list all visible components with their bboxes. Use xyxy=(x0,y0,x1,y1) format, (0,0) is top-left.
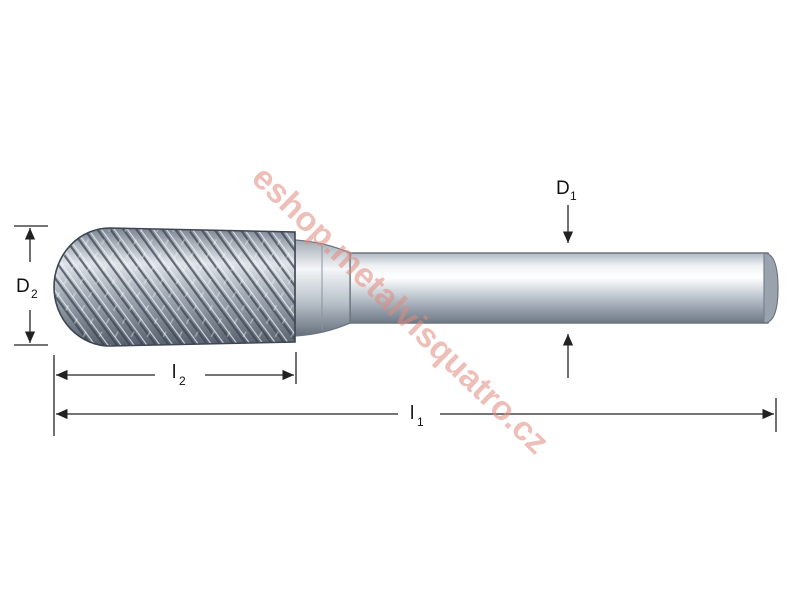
flute-line xyxy=(117,228,214,346)
cross-cut-line xyxy=(155,228,227,346)
flute-line xyxy=(54,228,123,346)
cross-cut-line xyxy=(54,228,115,346)
cross-cut-line xyxy=(54,228,99,346)
dimension-d2: D 2 xyxy=(14,225,48,346)
neck xyxy=(294,239,351,337)
d1-label-subscript: 1 xyxy=(570,189,577,203)
dimension-l2: l 2 xyxy=(53,352,297,436)
flute-highlight xyxy=(147,228,244,346)
flute-line xyxy=(156,228,253,346)
flute-line xyxy=(91,228,188,346)
cross-cut-line xyxy=(171,228,243,346)
flute-line xyxy=(104,228,201,346)
dimension-l1: l 1 xyxy=(56,398,777,432)
flute-highlight xyxy=(121,228,218,346)
flute-highlight xyxy=(95,228,192,346)
flute-line xyxy=(195,228,292,346)
flute-highlight xyxy=(186,228,283,346)
cross-cut-line xyxy=(187,228,259,346)
flute-highlight xyxy=(54,228,127,346)
cross-cut-line xyxy=(75,228,147,346)
cross-cut-line xyxy=(91,228,163,346)
flute-line xyxy=(130,228,227,346)
flute-line xyxy=(247,228,296,346)
flute-highlight xyxy=(108,228,205,346)
cross-cut-line xyxy=(59,228,131,346)
dimension-d1: D 1 xyxy=(556,178,577,378)
flute-line xyxy=(260,228,296,346)
cross-cut-line xyxy=(219,228,291,346)
flute-line xyxy=(221,228,296,346)
flute-highlight xyxy=(160,228,257,346)
d2-label-subscript: 2 xyxy=(31,287,38,301)
shank xyxy=(349,252,779,324)
flute-highlight xyxy=(134,228,231,346)
flute-highlight xyxy=(264,228,296,346)
flute-highlight xyxy=(54,228,101,346)
flute-highlight xyxy=(199,228,296,346)
flute-line xyxy=(182,228,279,346)
flute-line xyxy=(0,222,5,352)
flute-line xyxy=(65,228,162,346)
flute-line xyxy=(143,228,240,346)
l2-label: l xyxy=(172,362,176,383)
l1-label-subscript: 1 xyxy=(417,415,424,429)
flute-line xyxy=(208,228,296,346)
flute-highlight xyxy=(251,228,296,346)
flute-highlight xyxy=(173,228,270,346)
flute-highlight xyxy=(238,228,296,346)
flute-highlight xyxy=(82,228,179,346)
shank-chamfer-end xyxy=(763,252,779,324)
flute-line xyxy=(78,228,175,346)
flute-line xyxy=(234,228,296,346)
flute-line xyxy=(273,228,296,346)
cross-cut-line xyxy=(139,228,211,346)
flute-highlight xyxy=(277,228,296,346)
flute-line xyxy=(169,228,266,346)
flute-highlight xyxy=(0,222,9,352)
d1-label: D xyxy=(556,178,570,199)
cross-cut-line xyxy=(203,228,275,346)
flute-highlight xyxy=(69,228,166,346)
flute-highlight xyxy=(54,228,114,346)
flute-line xyxy=(54,228,110,346)
d2-label: D xyxy=(16,276,30,297)
cross-cut-line xyxy=(107,228,179,346)
cross-cut-line xyxy=(123,228,195,346)
flute-highlight xyxy=(225,228,296,346)
l2-label-subscript: 2 xyxy=(179,374,186,388)
flute-line xyxy=(54,228,97,346)
l1-label: l xyxy=(410,403,414,424)
flute-highlight xyxy=(212,228,296,346)
